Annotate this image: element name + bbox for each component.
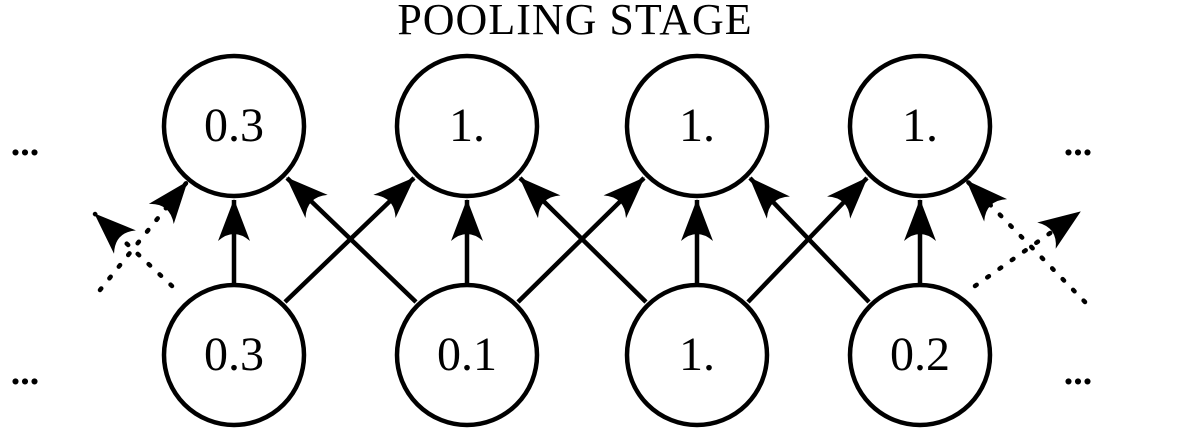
top-node-1: 0.3 bbox=[161, 53, 307, 199]
node-value: 0.2 bbox=[890, 328, 950, 381]
bottom-node-4: 0.2 bbox=[847, 282, 993, 428]
arrow-offscreen-left-top1 bbox=[97, 179, 190, 293]
top-node-3: 1. bbox=[624, 53, 770, 199]
arrow-bottom3-top2 bbox=[518, 176, 648, 304]
node-value: 0.3 bbox=[204, 328, 264, 381]
node-circle bbox=[847, 53, 993, 199]
dotted-continuation-arrows bbox=[92, 178, 1088, 305]
node-circle bbox=[161, 53, 307, 199]
node-value: 1. bbox=[449, 99, 485, 152]
arrow-bottom4-offscreen-right bbox=[972, 209, 1083, 289]
bottom-node-2: 0.1 bbox=[394, 282, 540, 428]
ellipsis-top-right: ... bbox=[1064, 122, 1093, 164]
node-value: 1. bbox=[679, 99, 715, 152]
arrow-bottom4-top3 bbox=[748, 176, 871, 304]
node-value: 0.3 bbox=[204, 99, 264, 152]
arrow-offscreen-right-top4 bbox=[964, 178, 1088, 305]
top-node-4: 1. bbox=[847, 53, 993, 199]
diagonal-arrows-up-right bbox=[283, 176, 869, 304]
node-circle bbox=[161, 282, 307, 428]
node-circle bbox=[624, 282, 770, 428]
node-circle bbox=[847, 282, 993, 428]
node-value: 1. bbox=[679, 328, 715, 381]
node-circle bbox=[394, 53, 540, 199]
bottom-node-3: 1. bbox=[624, 282, 770, 428]
vertical-arrows bbox=[218, 199, 936, 288]
bottom-node-1: 0.3 bbox=[161, 282, 307, 428]
ellipsis-top-left: ... bbox=[11, 122, 40, 164]
ellipsis-bottom-right: ... bbox=[1064, 351, 1093, 393]
diagonal-arrows-up-left bbox=[285, 176, 871, 304]
arrow-bottom2-top1 bbox=[285, 176, 418, 304]
node-circle bbox=[624, 53, 770, 199]
node-circle bbox=[394, 282, 540, 428]
diagram-title: POOLING STAGE bbox=[397, 0, 752, 44]
top-node-2: 1. bbox=[394, 53, 540, 199]
node-value: 1. bbox=[902, 99, 938, 152]
ellipsis-bottom-left: ... bbox=[11, 351, 40, 393]
node-value: 0.1 bbox=[437, 328, 497, 381]
arrow-bottom1-offscreen-left bbox=[92, 211, 175, 289]
